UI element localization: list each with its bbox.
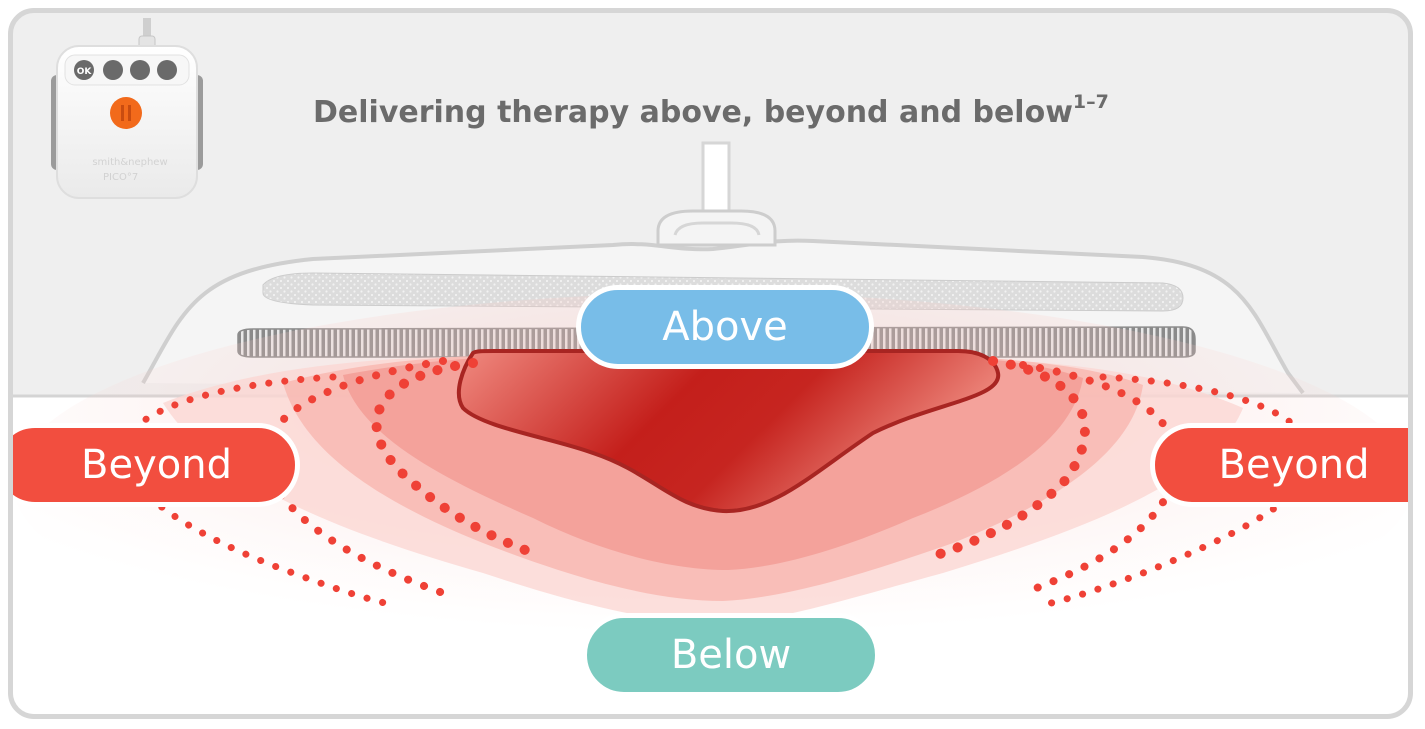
device-brand: smith&nephew (92, 157, 167, 168)
ok-button-label: OK (77, 67, 93, 77)
above-label: Above (576, 285, 874, 369)
beyond-right-label: Beyond (1150, 423, 1413, 507)
diagram-title: Delivering therapy above, beyond and bel… (313, 91, 1109, 130)
beyond-left-label: Beyond (8, 423, 300, 507)
beyond-right-label-text: Beyond (1219, 442, 1390, 488)
battery-icon (157, 60, 177, 80)
above-label-text: Above (662, 304, 788, 350)
title-reference: 1–7 (1073, 91, 1109, 113)
beyond-left-label-text: Beyond (61, 442, 232, 488)
power-button (110, 97, 142, 129)
device-model: PICO°7 (103, 172, 138, 183)
diagram-panel: OK smith&nephew PICO°7 Delivering therap… (8, 8, 1413, 719)
lock-icon (103, 60, 123, 80)
pico-device: OK smith&nephew PICO°7 (51, 18, 203, 198)
port (658, 211, 775, 245)
below-label: Below (582, 613, 880, 697)
below-label-text: Below (671, 632, 791, 678)
title-text: Delivering therapy above, beyond and bel… (313, 95, 1073, 130)
bell-icon (130, 60, 150, 80)
